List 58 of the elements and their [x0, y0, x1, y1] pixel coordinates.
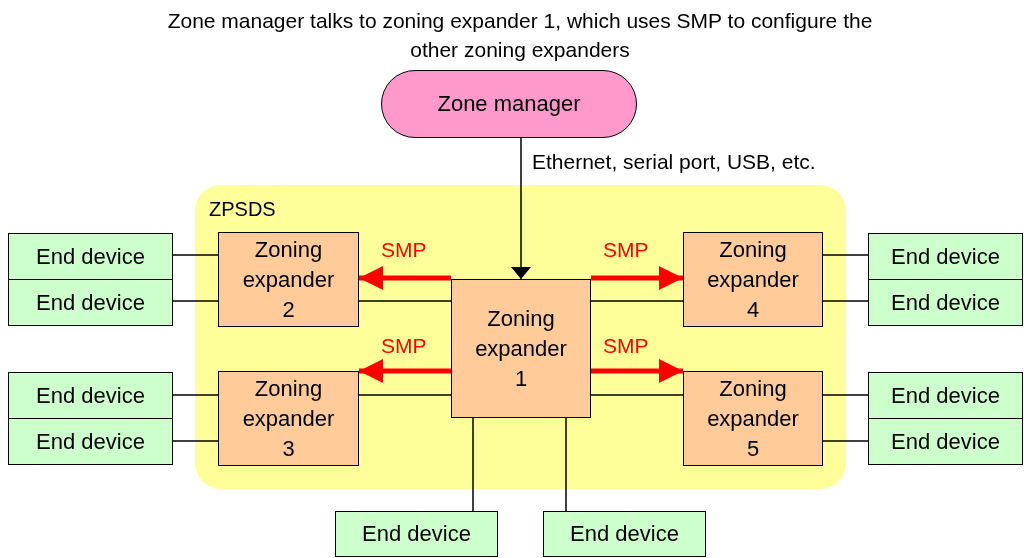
diagram-title: Zone manager talks to zoning expander 1, which uses SMP to configure the other zoning expanders	[166, 8, 874, 63]
device-box	[868, 372, 1023, 419]
device-box	[868, 279, 1023, 326]
expander-box	[683, 232, 823, 327]
device-box	[8, 418, 173, 465]
expander-box	[451, 279, 591, 418]
arrow	[591, 359, 683, 383]
device-box	[543, 511, 706, 557]
connector-line	[590, 394, 684, 396]
connector-line	[172, 300, 219, 302]
edge-label: SMP	[603, 334, 649, 358]
node-label: End device	[362, 520, 471, 548]
node-label: Zoning expander 3	[241, 374, 336, 463]
arrow	[359, 359, 451, 383]
node-label: End device	[891, 427, 1000, 456]
edge-label: SMP	[381, 238, 427, 262]
node-label: End device	[891, 242, 1000, 271]
node-label: End device	[891, 288, 1000, 317]
expander-box	[218, 232, 359, 327]
device-box	[8, 372, 173, 419]
connector-line	[358, 394, 452, 396]
region-label: ZPSDS	[209, 197, 276, 221]
connector-line	[172, 440, 219, 442]
connector-line	[590, 300, 684, 302]
zpsds-region	[195, 185, 846, 489]
device-box	[868, 418, 1023, 465]
device-box	[335, 511, 498, 557]
device-box	[8, 279, 173, 326]
node-label: End device	[891, 381, 1000, 410]
edge-label: SMP	[603, 238, 649, 262]
expander-box	[683, 371, 823, 466]
connector-line	[472, 417, 474, 512]
node-label: End device	[36, 288, 145, 317]
arrow	[511, 137, 531, 280]
node-label: End device	[570, 520, 679, 548]
connector-line	[172, 394, 219, 396]
node-label: Zoning expander 4	[706, 235, 800, 324]
edge-label: SMP	[381, 334, 427, 358]
arrow	[591, 266, 683, 290]
node-label: End device	[36, 427, 145, 456]
edge-label: Ethernet, serial port, USB, etc.	[532, 150, 816, 174]
node-label: Zoning expander 1	[474, 304, 568, 393]
connector-line	[565, 417, 567, 512]
connector-line	[822, 300, 869, 302]
node-label: End device	[36, 381, 145, 410]
arrow	[359, 266, 451, 290]
expander-box	[218, 371, 359, 466]
node-label: Zone manager	[437, 90, 581, 118]
connector-line	[822, 440, 869, 442]
node-label: Zoning expander 5	[706, 374, 800, 463]
connector-line	[822, 254, 869, 256]
node-label: Zoning expander 2	[241, 235, 336, 324]
device-box	[868, 233, 1023, 280]
connector-line	[822, 394, 869, 396]
node-label: End device	[36, 242, 145, 271]
connector-line	[358, 300, 452, 302]
connector-line	[172, 254, 219, 256]
device-box	[8, 233, 173, 280]
